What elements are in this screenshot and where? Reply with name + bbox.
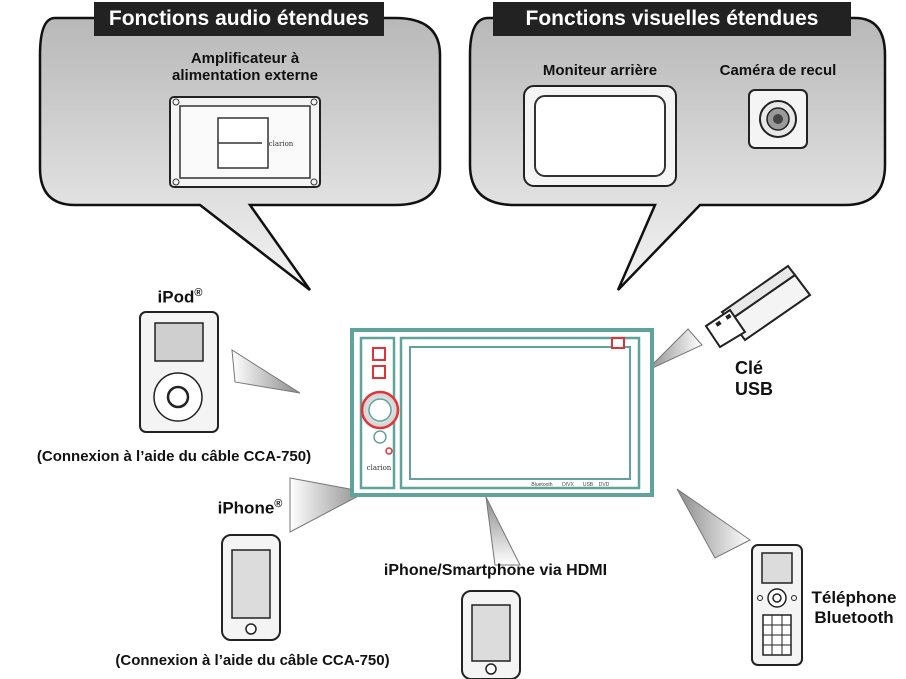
amplifier-label-line-2: alimentation externe [172,67,318,85]
iphone-icon [221,534,281,641]
iphone-name: iPhone [217,498,275,518]
ipod-cable-note: (Connexion à l’aide du câble CCA-750) [36,448,312,465]
bluetooth-phone-icon [751,544,803,666]
ray-bluetooth [676,488,751,559]
head-unit-brand: clarion [367,464,392,472]
usb-label-line-1: Clé [735,358,764,378]
footer-mark-bluetooth: Bluetooth [531,482,552,488]
amplifier-icon: clarion [169,96,321,188]
bluetooth-phone-label-line-2: Bluetooth [814,607,894,627]
rear-monitor-icon [523,85,677,187]
connection-rays [231,328,751,566]
ray-ipod [231,349,301,394]
footer-mark-divx: DIVX [562,482,574,488]
camera-label: Caméra de recul [719,62,837,79]
monitor-label: Moniteur arrière [542,62,658,79]
rear-camera-icon [748,89,808,149]
eject-button [611,337,625,349]
bluetooth-phone-label-line-1: Téléphone [811,588,897,607]
ipod-icon [139,311,219,433]
bluetooth-phone-label: Téléphone Bluetooth [803,588,905,627]
ray-iphone [289,477,368,533]
hdmi-label: iPhone/Smartphone via HDMI [383,562,608,579]
hdmi-smartphone-icon [461,590,521,679]
usb-label-line-2: USB [735,378,774,399]
visual-panel-title: Fonctions visuelles étendues [493,2,851,36]
ray-usb [645,328,703,372]
footer-mark-usb: USB [583,482,594,488]
iphone-registered-mark: ® [274,498,283,510]
ipod-label: iPod® [130,287,230,307]
iphone-cable-note: (Connexion à l’aide du câble CCA-750) [115,652,390,669]
head-unit-button-second [372,365,386,379]
head-unit: clarion Bluetooth DIVX USB DVD [350,328,654,497]
usb-key-icon [704,264,812,349]
ipod-name: iPod [157,287,195,307]
head-unit-button-top [372,347,386,361]
footer-mark-dvd: DVD [599,482,610,488]
usb-label: Clé USB [735,358,795,399]
iphone-label: iPhone® [195,498,305,518]
amplifier-brand: clarion [269,140,294,148]
amplifier-label-line-1: Amplificateur à [190,50,300,67]
amplifier-label: Amplificateur à alimentation externe [135,50,355,85]
ipod-registered-mark: ® [194,287,203,299]
audio-panel-title: Fonctions audio étendues [94,2,384,36]
ray-hdmi [485,496,521,566]
